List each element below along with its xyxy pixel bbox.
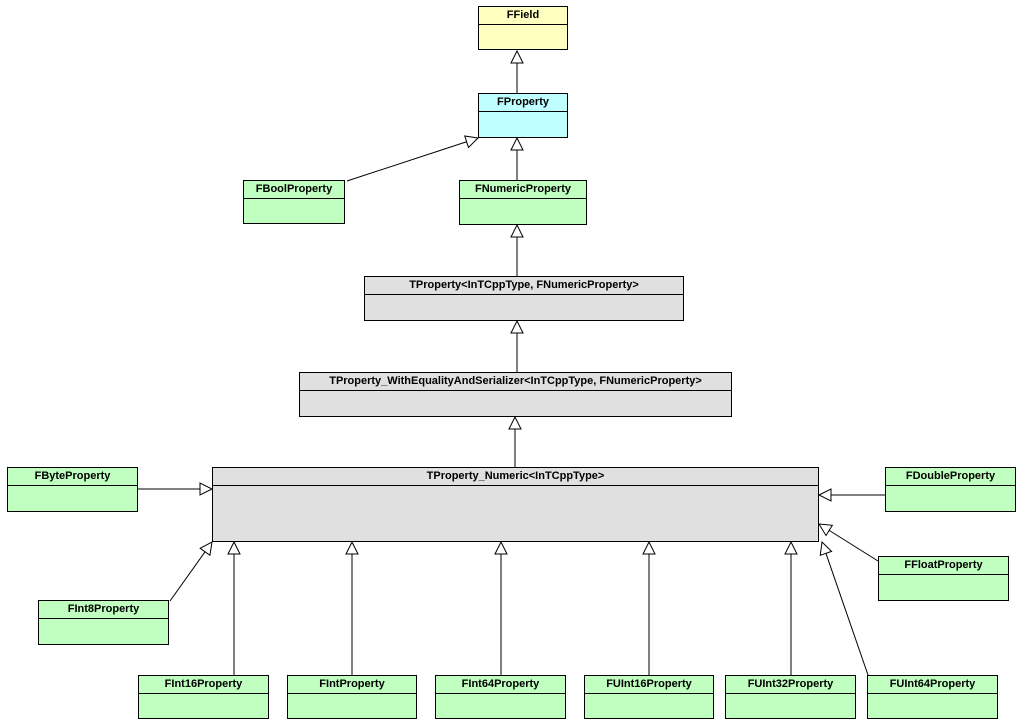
class-name: FNumericProperty <box>460 181 586 199</box>
class-name: FBoolProperty <box>244 181 344 199</box>
class-fuint64property[interactable]: FUInt64Property <box>867 675 998 719</box>
inheritance-arrowhead-icon <box>818 523 834 537</box>
class-fuint32property[interactable]: FUInt32Property <box>725 675 856 719</box>
inheritance-arrowhead-icon <box>784 540 798 555</box>
class-name: FInt64Property <box>436 676 565 694</box>
class-tproperty-numeric[interactable]: TProperty_Numeric<InTCppType> <box>212 467 819 542</box>
class-name: FFloatProperty <box>879 557 1008 575</box>
inheritance-edge-fuint64property-to-tproperty-numeric <box>819 540 869 676</box>
edge-line <box>169 551 206 602</box>
inheritance-arrowhead-icon <box>463 135 480 149</box>
class-fnumericproperty[interactable]: FNumericProperty <box>459 180 587 225</box>
inheritance-arrowhead-icon <box>510 49 524 64</box>
inheritance-edge-fnumericproperty-to-fproperty <box>510 136 524 180</box>
inheritance-edge-fuint32property-to-tproperty-numeric <box>784 540 798 675</box>
inheritance-arrowhead-icon <box>510 319 524 334</box>
inheritance-arrowhead-icon <box>510 223 524 238</box>
inheritance-edge-fint16property-to-tproperty-numeric <box>227 540 241 675</box>
class-fint8property[interactable]: FInt8Property <box>38 600 169 645</box>
edge-line <box>825 553 869 676</box>
inheritance-edge-fint64property-to-tproperty-numeric <box>494 540 508 675</box>
class-fint64property[interactable]: FInt64Property <box>435 675 566 719</box>
class-name: FUInt16Property <box>585 676 713 694</box>
inheritance-arrowhead-icon <box>199 541 213 557</box>
edge-line <box>828 529 879 562</box>
class-fintproperty[interactable]: FIntProperty <box>287 675 417 719</box>
inheritance-edge-fintproperty-to-tproperty-numeric <box>345 540 359 675</box>
inheritance-edge-ffloatproperty-to-tproperty-numeric <box>818 523 879 562</box>
class-tproperty[interactable]: TProperty<InTCppType, FNumericProperty> <box>364 276 684 321</box>
inheritance-edge-fbyteproperty-to-tproperty-numeric <box>138 482 214 496</box>
inheritance-arrowhead-icon <box>819 540 833 557</box>
class-fproperty[interactable]: FProperty <box>478 93 568 138</box>
inheritance-edge-fboolproperty-to-fproperty <box>346 135 480 182</box>
inheritance-edge-tproperty-to-fnumericproperty <box>510 223 524 276</box>
class-name: FUInt32Property <box>726 676 855 694</box>
class-ffloatproperty[interactable]: FFloatProperty <box>878 556 1009 601</box>
inheritance-arrowhead-icon <box>642 540 656 555</box>
class-name: FInt8Property <box>39 601 168 619</box>
class-name: FByteProperty <box>8 468 137 486</box>
inheritance-edge-tproperty-withequality-to-tproperty <box>510 319 524 372</box>
inheritance-arrowhead-icon <box>345 540 359 555</box>
class-name: FProperty <box>479 94 567 112</box>
class-name: FIntProperty <box>288 676 416 694</box>
class-name: FDoubleProperty <box>886 468 1015 486</box>
edge-line <box>346 141 467 182</box>
inheritance-arrowhead-icon <box>227 540 241 555</box>
class-fint16property[interactable]: FInt16Property <box>138 675 269 719</box>
inheritance-edge-fint8property-to-tproperty-numeric <box>169 541 213 602</box>
class-name: TProperty<InTCppType, FNumericProperty> <box>365 277 683 295</box>
inheritance-arrowhead-icon <box>199 482 214 496</box>
class-name: TProperty_Numeric<InTCppType> <box>213 468 818 486</box>
inheritance-arrowhead-icon <box>494 540 508 555</box>
inheritance-arrowhead-icon <box>508 415 522 430</box>
inheritance-edge-tproperty-numeric-to-tproperty-withequality <box>508 415 522 467</box>
class-tproperty-withequality[interactable]: TProperty_WithEqualityAndSerializer<InTC… <box>299 372 732 417</box>
class-fdoubleproperty[interactable]: FDoubleProperty <box>885 467 1016 512</box>
class-fboolproperty[interactable]: FBoolProperty <box>243 180 345 224</box>
class-fbyteproperty[interactable]: FByteProperty <box>7 467 138 512</box>
inheritance-edge-fproperty-to-ffield <box>510 49 524 93</box>
class-ffield[interactable]: FField <box>478 6 568 50</box>
class-name: FUInt64Property <box>868 676 997 694</box>
class-fuint16property[interactable]: FUInt16Property <box>584 675 714 719</box>
inheritance-arrowhead-icon <box>817 488 832 502</box>
inheritance-arrowhead-icon <box>510 136 524 151</box>
class-name: FField <box>479 7 567 25</box>
inheritance-edge-fuint16property-to-tproperty-numeric <box>642 540 656 675</box>
class-name: FInt16Property <box>139 676 268 694</box>
class-name: TProperty_WithEqualityAndSerializer<InTC… <box>300 373 731 391</box>
inheritance-edge-fdoubleproperty-to-tproperty-numeric <box>817 488 885 502</box>
